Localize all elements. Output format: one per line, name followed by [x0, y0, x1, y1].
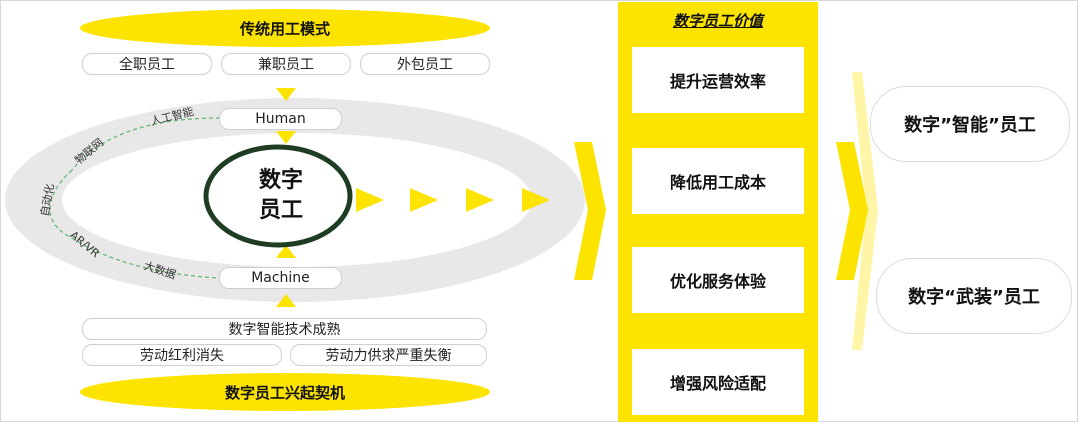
orbit-dash-top [71, 117, 221, 171]
traditional-item-outsourced: 外包员工 [360, 53, 490, 75]
traditional-item-parttime: 兼职员工 [221, 53, 351, 75]
driver-item-imbalance: 劳动力供求严重失衡 [290, 344, 487, 366]
value-item-cost: 降低用工成本 [632, 148, 804, 214]
drivers-title: 数字员工兴起契机 [224, 383, 345, 402]
value-panel-title: 数字员工价值 [672, 11, 763, 30]
result-smart-employee: 数字”智能”员工 [870, 86, 1070, 162]
driver-item-tech: 数字智能技术成熟 [82, 318, 487, 340]
value-item-risk: 增强风险适配 [632, 349, 804, 415]
core-label: 数字 员工 [226, 164, 336, 228]
arrow-bottom-2 [276, 294, 296, 307]
human-node: Human [219, 108, 342, 130]
traditional-title: 传统用工模式 [239, 19, 330, 38]
orbit-dash-bottom [71, 237, 221, 279]
arrow-bottom-1 [276, 245, 296, 258]
core-label-line1: 数字 [258, 168, 303, 193]
arrow-right-2 [410, 188, 438, 212]
chevron-right-top [852, 72, 878, 350]
core-ring [203, 144, 353, 248]
traditional-banner-shape [80, 9, 490, 47]
traditional-item-fulltime: 全职员工 [82, 53, 212, 75]
value-item-efficiency: 提升运营效率 [632, 47, 804, 113]
arrow-top-1 [276, 88, 296, 101]
arrow-right-1 [356, 188, 384, 212]
drivers-banner-shape [80, 373, 490, 411]
machine-node: Machine [219, 267, 342, 289]
arrow-right-4 [522, 188, 550, 212]
arrow-top-2 [276, 131, 296, 144]
chevron-left [574, 142, 606, 280]
core-label-line2: 员工 [258, 198, 303, 223]
arrow-right-3 [466, 188, 494, 212]
result-armed-employee: 数字“武装”员工 [876, 258, 1072, 334]
chevron-right [836, 142, 868, 280]
value-item-service: 优化服务体验 [632, 247, 804, 313]
driver-item-dividend: 劳动红利消失 [82, 344, 282, 366]
